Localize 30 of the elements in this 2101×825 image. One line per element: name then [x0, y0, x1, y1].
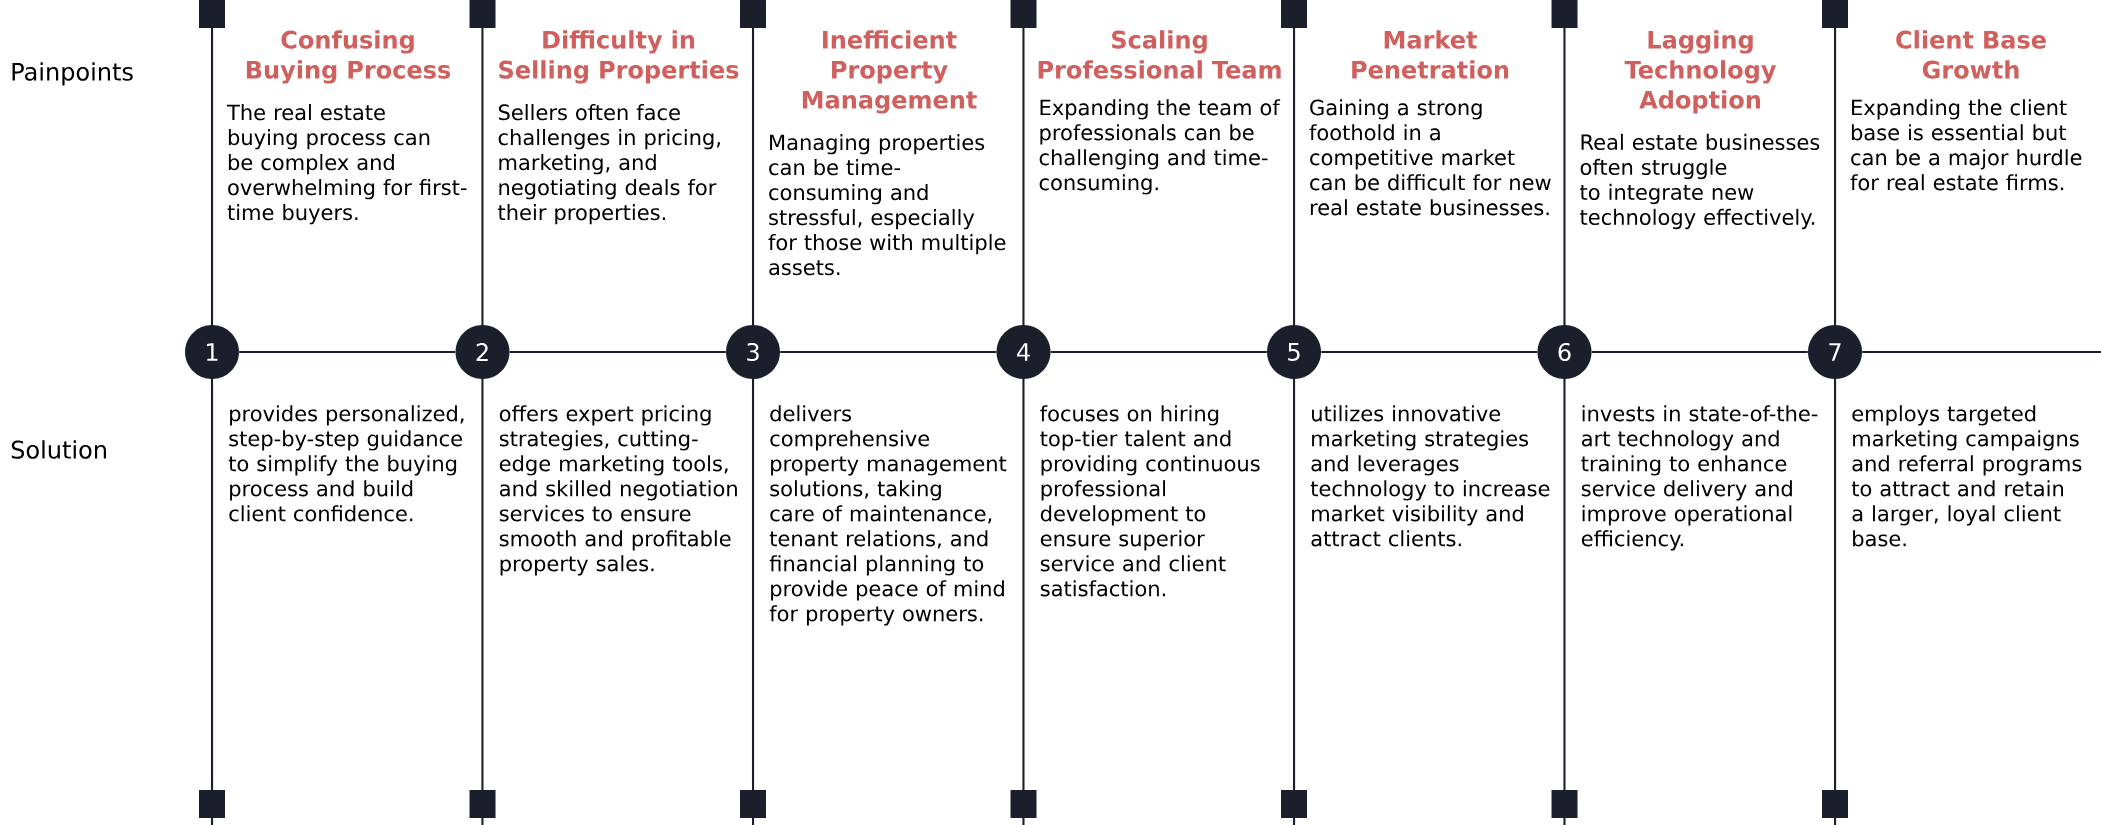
connector-line — [239, 350, 456, 354]
connector-line — [509, 350, 726, 354]
description: delivers comprehensive property management solutions, taking care of maintenance, tenant relations, and financial planning to provide peace of mind for property owners. — [769, 405, 1007, 626]
description: Managing properties can be time-consuming and stressful, especially for those with multiple assets. — [768, 134, 1006, 276]
heading: Lagging Technology Adoption — [1624, 30, 1777, 114]
description: Expanding the client base is essential but can be a major hurdle for real estate firms. — [1850, 99, 2082, 191]
heading: Market Penetration — [1352, 30, 1509, 79]
description: The real estate buying process can be complex and overwhelming for first-time buyers. — [226, 104, 467, 225]
row-label: Solution — [11, 440, 106, 459]
connector-line — [1862, 350, 2101, 354]
connector-line — [1321, 350, 1538, 354]
heading: Difficulty in Selling Properties — [499, 30, 739, 84]
connector-line — [1050, 350, 1267, 354]
connector-line — [780, 350, 997, 354]
description: invests in state-of-the-art technology and training to enhance service delivery and improve operational efficiency. — [1581, 405, 1818, 551]
heading: Inefficient Property Management — [802, 30, 977, 114]
description: Sellers often face challenges in pricing, marketing, and negotiating deals for their properties. — [498, 104, 720, 225]
heading: Scaling Professional Team — [1038, 30, 1281, 79]
description: Expanding the team of professionals can be challenging and time-consuming. — [1039, 99, 1281, 195]
heading: Client Base Growth — [1896, 30, 2046, 79]
description: Real estate businesses often struggle to integrate new technology effectively. — [1580, 133, 1820, 230]
description: focuses on hiring top-tier talent and providing continuous professional development to ensure superior service and client satisfaction. — [1040, 405, 1260, 597]
row-label: Painpoints — [12, 62, 133, 86]
description: provides personalized, step-by-step guidance to simplify the buying process and build client confidence. — [228, 405, 464, 522]
description: Gaining a strong foothold in a competitive market can be difficult for new real estate businesses. — [1309, 99, 1551, 216]
description: offers expert pricing strategies, cutting-edge marketing tools, and skilled negotiation services to ensure smooth and profitable property sales. — [499, 405, 737, 576]
connector-line — [1591, 350, 1808, 354]
description: utilizes innovative marketing strategies and leverages technology to increase market visibility and attract clients. — [1310, 405, 1550, 547]
heading: Confusing Buying Process — [246, 30, 451, 84]
description: employs targeted marketing campaigns and referral programs to attract and retain a larger, loyal client base. — [1851, 405, 2082, 547]
